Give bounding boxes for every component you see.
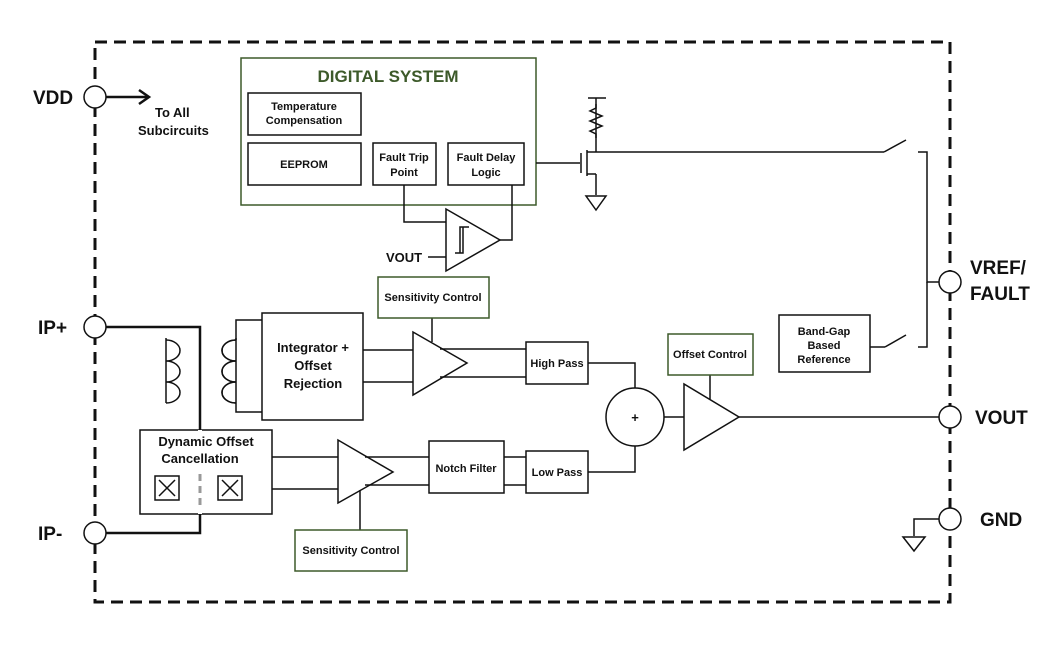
low-pass-label: Low Pass — [532, 467, 583, 479]
coupling-coils — [165, 319, 262, 413]
pin-ip-minus-label: IP- — [38, 524, 62, 545]
temperature-compensation-block — [247, 92, 362, 136]
comparator-vout-label: VOUT — [386, 250, 422, 265]
top-signal-path: High Pass — [363, 318, 636, 397]
bandgap-reference: Band-Gap Based Reference — [778, 282, 928, 373]
dynamic-offset-line1: Dynamic Offset — [158, 434, 254, 449]
high-pass-label: High Pass — [530, 358, 583, 370]
integrator-line1: Integrator + — [277, 340, 349, 355]
pin-vref-label-1: VREF/ — [970, 258, 1027, 279]
bandgap-line1: Band-Gap — [798, 326, 851, 338]
fault-delay-logic-block — [447, 142, 525, 186]
fault-trip-point-block — [372, 142, 437, 186]
fault-comparator: VOUT — [386, 185, 513, 273]
sensitivity-control-bottom: Sensitivity Control — [294, 529, 408, 572]
offset-control: Offset Control — [667, 333, 754, 376]
fault-trip-line1: Fault Trip — [379, 152, 429, 164]
pin-ip-plus: IP+ — [38, 315, 107, 339]
high-pass-block — [525, 341, 589, 385]
pin-vdd: VDD To All Subcircuits — [33, 85, 209, 138]
output-amplifier — [664, 375, 939, 452]
bandgap-line2: Based — [807, 340, 840, 352]
temp-comp-line1: Temperature — [271, 101, 337, 113]
offset-control-label: Offset Control — [673, 349, 747, 361]
pin-vout-label: VOUT — [975, 408, 1028, 429]
notch-filter-label: Notch Filter — [435, 463, 497, 475]
sensitivity-top-label: Sensitivity Control — [384, 292, 481, 304]
pin-vdd-label: VDD — [33, 88, 73, 109]
integrator-line2: Offset — [294, 358, 332, 373]
low-pass-block — [525, 450, 589, 494]
pin-ip-minus: IP- — [38, 521, 107, 545]
sensitivity-bottom-label: Sensitivity Control — [302, 545, 399, 557]
digital-system: DIGITAL SYSTEM Temperature Compensation … — [240, 57, 537, 206]
fault-transistor — [536, 97, 939, 283]
dynamic-offset-line2: Cancellation — [161, 451, 238, 466]
pin-gnd: GND — [901, 507, 1022, 553]
pin-vout: VOUT — [938, 405, 1028, 429]
bottom-signal-path: Notch Filter Low Pass — [272, 438, 636, 531]
pin-ip-plus-label: IP+ — [38, 318, 67, 339]
integrator-block: Integrator + Offset Rejection — [261, 312, 364, 421]
fault-delay-line1: Fault Delay — [457, 152, 517, 164]
integrator-line3: Rejection — [284, 376, 343, 391]
digital-system-title: DIGITAL SYSTEM — [317, 67, 458, 86]
notch-filter-block — [428, 440, 505, 494]
temp-comp-line2: Compensation — [266, 115, 343, 127]
pin-gnd-label: GND — [980, 510, 1022, 531]
fault-trip-line2: Point — [390, 167, 418, 179]
dynamic-offset-block: Dynamic Offset Cancellation — [139, 429, 273, 515]
eeprom-label: EEPROM — [280, 159, 328, 171]
vdd-note-line2: Subcircuits — [138, 123, 209, 138]
bandgap-line3: Reference — [797, 354, 850, 366]
fault-delay-line2: Logic — [471, 167, 500, 179]
pin-vref-fault: VREF/ FAULT — [938, 258, 1030, 305]
pin-vref-label-2: FAULT — [970, 284, 1030, 305]
vdd-note-line1: To All — [155, 105, 190, 120]
summer-symbol: + — [631, 410, 639, 425]
eeprom-block — [247, 142, 362, 186]
summing-junction: + — [605, 387, 665, 447]
sensitivity-control-top: Sensitivity Control — [377, 276, 490, 319]
